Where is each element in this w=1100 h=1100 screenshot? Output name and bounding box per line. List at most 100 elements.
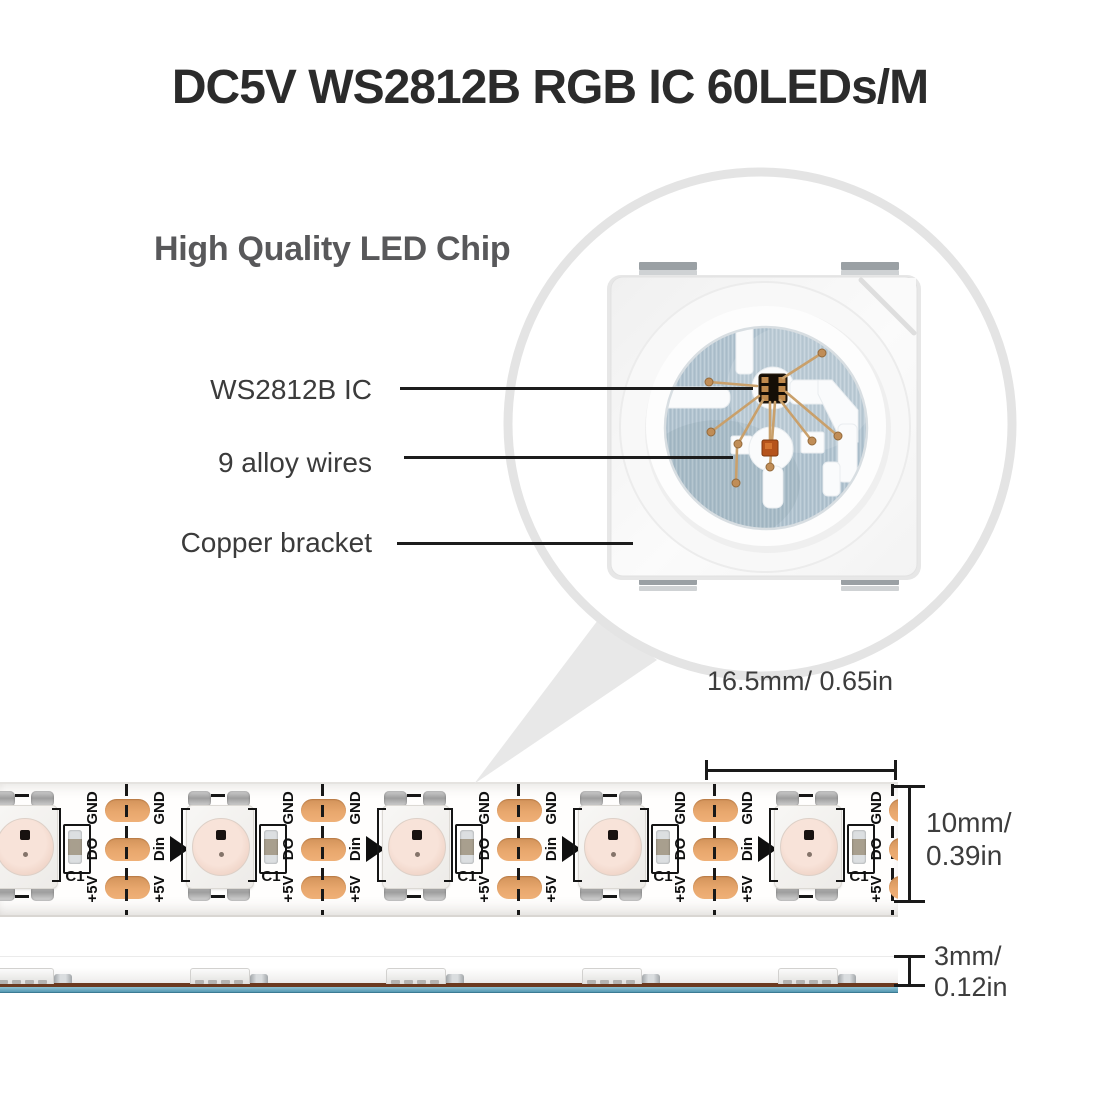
led-foot [776,791,799,807]
capacitor [847,824,875,874]
silkscreen-bracket [444,808,453,882]
led-foot [580,885,603,901]
led-foot [0,885,15,901]
silkscreen-dash [15,895,29,898]
zoom-wedge [474,616,657,784]
silkscreen-dash [211,895,225,898]
led-foot [423,885,446,901]
pad-label-in: +5V [151,875,168,903]
led-die-dot [804,830,814,840]
led-foot [619,885,642,901]
thickness-bracket-tick-top [894,955,925,958]
silkscreen-dash [799,895,813,898]
side-view-led [0,968,54,984]
led-wire-dot [415,852,420,857]
pad-label-out: +5V [84,875,101,903]
capacitor-label: C1 [849,868,869,885]
side-view-led-foot [613,980,622,984]
side-view-led-foot [234,980,243,984]
pad-label-in: +5V [739,875,756,903]
led-foot [619,791,642,807]
led-lens [388,818,446,876]
side-view-led-foot [391,980,400,984]
capacitor-body [656,830,670,864]
capacitor [651,824,679,874]
pad-label-out: +5V [868,875,885,903]
led-foot [384,791,407,807]
lens-ring [646,306,886,546]
side-view-led-foot [221,980,230,984]
capacitor-label: C1 [261,868,281,885]
capacitor [259,824,287,874]
copper-frame [665,327,867,529]
side-view-led [778,968,838,984]
side-view-led-foot [822,980,831,984]
led-lens [192,818,250,876]
led-foot [815,885,838,901]
cut-line [125,784,128,915]
capacitor-body [264,830,278,864]
width-mm: 10mm/ [926,807,1012,838]
silkscreen-dash [407,794,421,797]
lens-dome [619,281,911,573]
side-view-led-foot [587,980,596,984]
led-foot [31,885,54,901]
leader-line-bracket [397,542,633,545]
silkscreen-bracket [573,808,582,882]
solder-pad [889,799,898,822]
side-view-led-foot [195,980,204,984]
pitch-bracket-tick-left [705,760,708,780]
led-die-dot [412,830,422,840]
width-bracket-tick-bottom [894,900,925,903]
side-view-led-foot [600,980,609,984]
led-foot [815,791,838,807]
capacitor-body [68,830,82,864]
cut-line [517,784,520,915]
page-title: DC5V WS2812B RGB IC 60LEDs/M [171,61,929,114]
pad-label-out: +5V [672,875,689,903]
led-foot [188,791,211,807]
silkscreen-dash [407,895,421,898]
led-wire-dot [611,852,616,857]
callout-label-copper-bracket: Copper bracket [180,527,372,558]
side-view-led-foot [626,980,635,984]
ws2812b-ic-chip [758,373,788,404]
callout-label-ws2812b-ic: WS2812B IC [210,374,372,405]
side-view-led-foot [12,980,21,984]
led-wire-dot [807,852,812,857]
copper-frame-pattern [665,327,867,529]
silkscreen-bracket [836,808,845,882]
led-lens [0,818,54,876]
side-view-copper-layer [0,983,898,987]
side-view-capacitor [446,974,464,983]
led-foot [423,791,446,807]
side-view-led-foot [417,980,426,984]
capacitor-body [852,830,866,864]
direction-arrow [366,836,385,862]
led-wire-dot [23,852,28,857]
capacitor-body [460,830,474,864]
side-view-led-foot [404,980,413,984]
side-view-led-foot [0,980,8,984]
thickness-mm: 3mm/ [934,941,1002,971]
side-view-led [386,968,446,984]
package-tabs [639,262,899,591]
pad-label-in: +5V [347,875,364,903]
wire-bond-pads [704,348,843,488]
led-foot [0,791,15,807]
width-bracket-line [908,786,911,903]
cut-line [713,784,716,915]
pad-label-in: +5V [543,875,560,903]
silkscreen-bracket [377,808,386,882]
package-bevel-corner [858,278,916,336]
solder-pad [889,876,898,899]
thickness-in: 0.12in [934,972,1008,1002]
silkscreen-dash [799,794,813,797]
pad-label-out: +5V [476,875,493,903]
leader-line-ic [400,387,753,390]
pitch-dimension-label: 16.5mm/ 0.65in [706,666,894,696]
led-lens [780,818,838,876]
pitch-bracket-line [705,769,897,772]
capacitor [455,824,483,874]
